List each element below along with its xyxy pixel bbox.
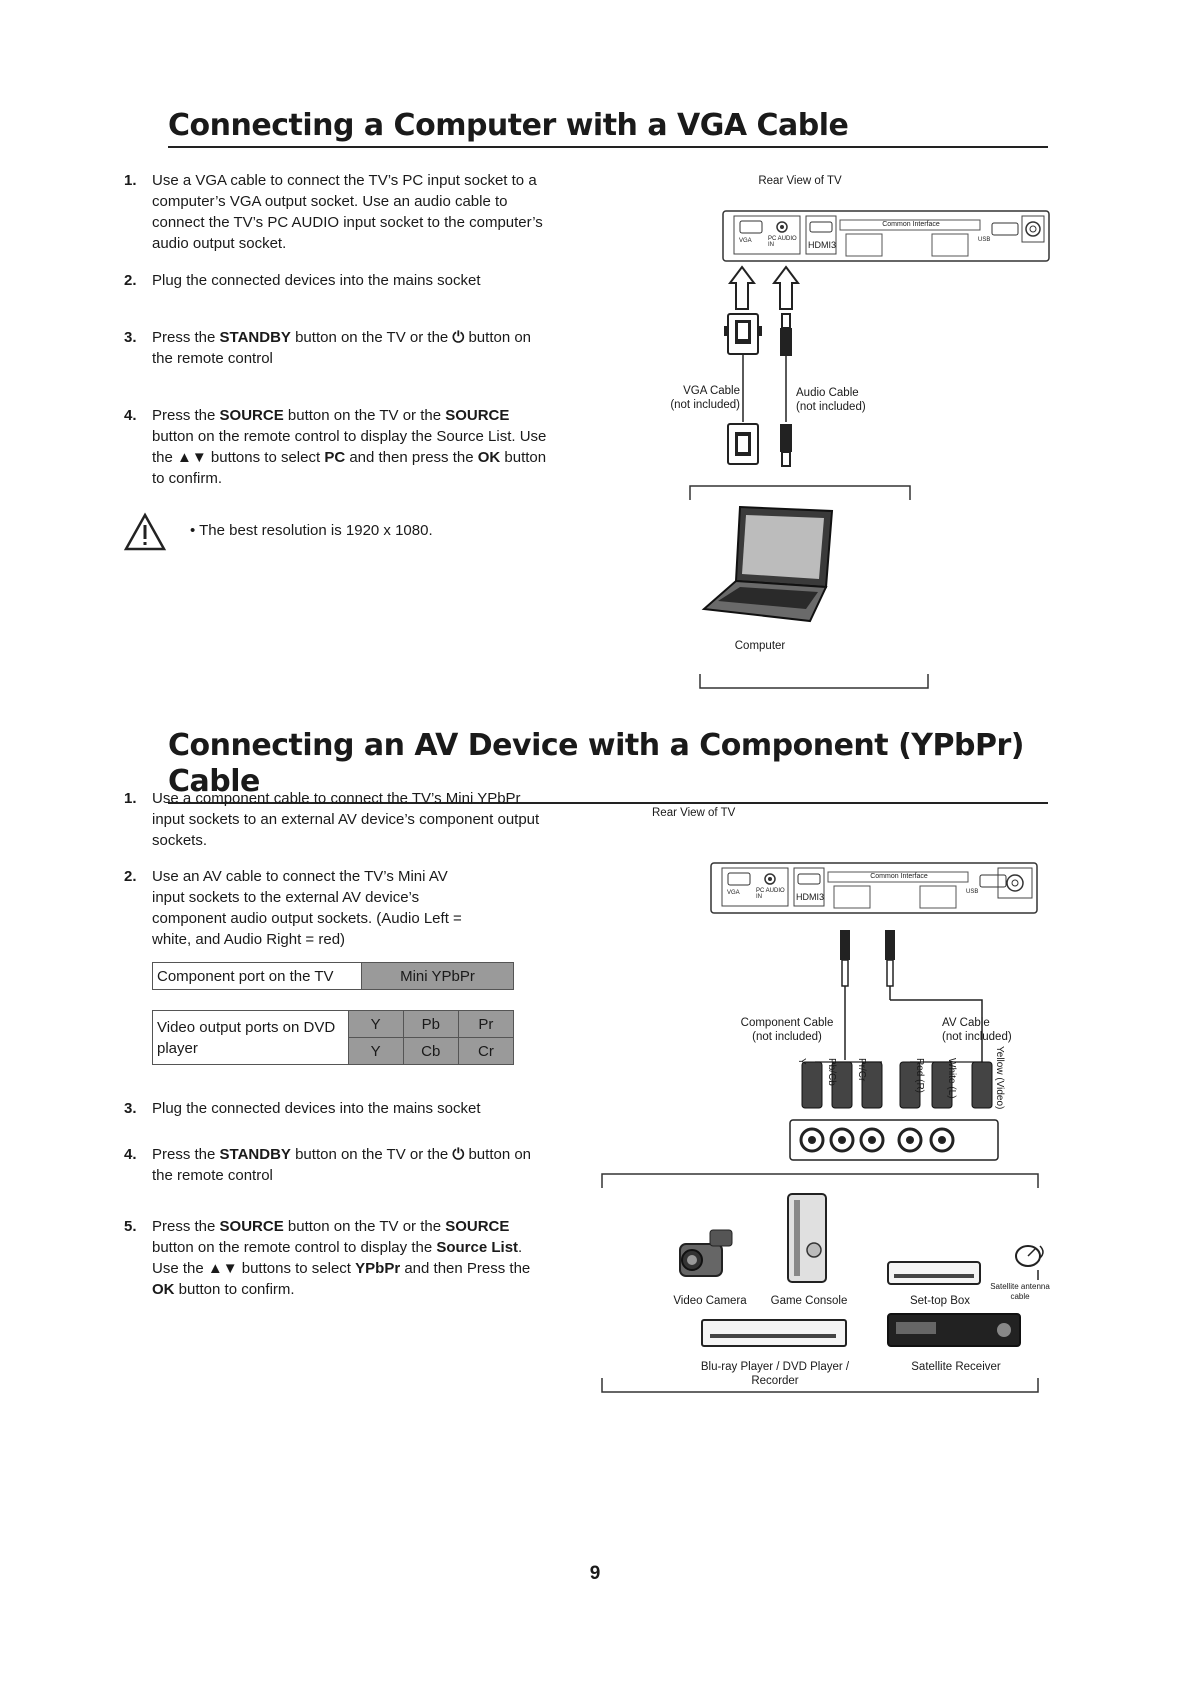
resolution-note: • The best resolution is 1920 x 1080. [190, 522, 433, 539]
satellite-antenna-label: Satellite antenna cable [990, 1282, 1050, 1301]
plug-label-pr: Pr/Cr [856, 1058, 867, 1082]
step-number: 5. [124, 1218, 137, 1235]
satellite-dish-icon [1015, 1245, 1044, 1280]
rear-view-label-2: Rear View of TV [652, 807, 736, 819]
s2-step-2: 2. Use an AV cable to connect the TV’s M… [124, 866, 484, 950]
s1-step-1: 1. Use a VGA cable to connect the TV’s P… [124, 170, 554, 254]
s1-step-4: 4. Press the SOURCE button on the TV or … [124, 405, 554, 489]
step-text: Use a VGA cable to connect the TV’s PC i… [152, 172, 543, 252]
settop-box-icon [887, 1261, 981, 1285]
plug-label-y: Y [796, 1058, 807, 1065]
rear-view-label: Rear View of TV [758, 175, 842, 187]
computer-bracket [689, 485, 929, 689]
step-text: Plug the connected devices into the main… [152, 1100, 481, 1117]
computer-label: Computer [734, 640, 786, 652]
table-cell: Pr [457, 1010, 515, 1038]
pc-audio-port-label: PC AUDIO IN [768, 236, 797, 248]
settop-box-label: Set-top Box [909, 1295, 971, 1307]
s2-step-4: 4. Press the STANDBY button on the TV or… [124, 1144, 554, 1186]
step-text: Use a component cable to connect the TV’… [152, 790, 540, 849]
plug-label-white: White (L) [946, 1058, 957, 1099]
s2-step-5: 5. Press the SOURCE button on the TV or … [124, 1216, 544, 1300]
s2-step-1: 1. Use a component cable to connect the … [124, 788, 554, 851]
step-number: 4. [124, 1146, 137, 1163]
satellite-receiver-label: Satellite Receiver [911, 1361, 1001, 1373]
dvd-output-label: Video output ports on DVD player [152, 1010, 349, 1065]
page-number: 9 [589, 1563, 601, 1584]
step-text: Press the STANDBY button on the TV or th… [152, 1146, 532, 1184]
video-camera-label: Video Camera [673, 1295, 747, 1307]
s1-step-3: 3. Press the STANDBY button on the TV or… [124, 327, 554, 369]
bluray-player-icon [701, 1319, 847, 1347]
tv-rear-panel-2 [710, 862, 1038, 914]
video-camera-icon [679, 1229, 733, 1277]
table-cell: Cb [402, 1037, 459, 1065]
table-cell: Y [347, 1037, 404, 1065]
step-number: 3. [124, 1100, 137, 1117]
step-number: 1. [124, 790, 137, 807]
power-icon: ⏻ [452, 1146, 465, 1163]
step-number: 4. [124, 407, 137, 424]
s2-step-3: 3. Plug the connected devices into the m… [124, 1098, 554, 1119]
common-interface-label: Common Interface [882, 221, 940, 228]
component-port-value: Mini YPbPr [361, 962, 514, 990]
step-number: 2. [124, 272, 137, 289]
hdmi3-port-label: HDMI3 [808, 240, 837, 250]
pc-audio-port-label: PC AUDIO IN [756, 888, 785, 900]
s1-step-2: 2. Plug the connected devices into the m… [124, 270, 554, 291]
step-number: 3. [124, 329, 137, 346]
hdmi3-port-label: HDMI3 [796, 892, 825, 902]
av-cable-label: AV Cable (not included) [942, 1017, 1012, 1043]
satellite-receiver-icon [887, 1313, 1021, 1347]
warning-icon [123, 512, 167, 551]
step-text: Press the SOURCE button on the TV or the… [152, 1218, 531, 1298]
section2-title: Connecting an AV Device with a Component… [168, 728, 1048, 804]
usb-port-label: USB [966, 889, 979, 895]
vga-cable-label: VGA Cable (not included) [670, 385, 740, 411]
dvd-output-table: Video output ports on DVD player Y Pb Pr… [152, 1010, 515, 1065]
table-cell: Pb [402, 1010, 459, 1038]
table-cell: Y [347, 1010, 404, 1038]
component-port-table: Component port on the TV Mini YPbPr [152, 962, 514, 990]
audio-cable-label: Audio Cable (not included) [796, 387, 866, 413]
table-cell: Cr [457, 1037, 515, 1065]
cables-illustration [724, 313, 792, 467]
step-text: Plug the connected devices into the main… [152, 272, 481, 289]
step-number: 2. [124, 868, 137, 885]
bluray-player-label: Blu-ray Player / DVD Player / Recorder [700, 1361, 850, 1387]
vga-port-label: VGA [739, 238, 752, 244]
plug-label-red: Red (R) [914, 1058, 925, 1094]
laptop-icon [701, 505, 834, 623]
common-interface-label: Common Interface [870, 873, 928, 880]
step-text: Press the STANDBY button on the TV or th… [152, 329, 532, 367]
up-arrow-icons [728, 265, 800, 310]
game-console-label: Game Console [770, 1295, 848, 1307]
plug-label-yellow: Yellow (Video) [994, 1046, 1005, 1110]
step-text: Use an AV cable to connect the TV’s Mini… [152, 868, 462, 948]
step-number: 1. [124, 172, 137, 189]
power-icon: ⏻ [452, 329, 465, 346]
component-port-label: Component port on the TV [152, 962, 362, 990]
component-cable-label: Component Cable (not included) [740, 1017, 834, 1043]
step-text: Press the SOURCE button on the TV or the… [152, 407, 547, 487]
component-av-cables [789, 930, 999, 1161]
game-console-icon [787, 1193, 827, 1283]
tv-rear-panel [722, 210, 1050, 262]
devices-bracket [601, 1173, 1039, 1393]
vga-port-label: VGA [727, 890, 740, 896]
section1-title: Connecting a Computer with a VGA Cable [168, 108, 1048, 148]
usb-port-label: USB [978, 237, 991, 243]
plug-label-pb: Pb/Cb [826, 1058, 837, 1086]
